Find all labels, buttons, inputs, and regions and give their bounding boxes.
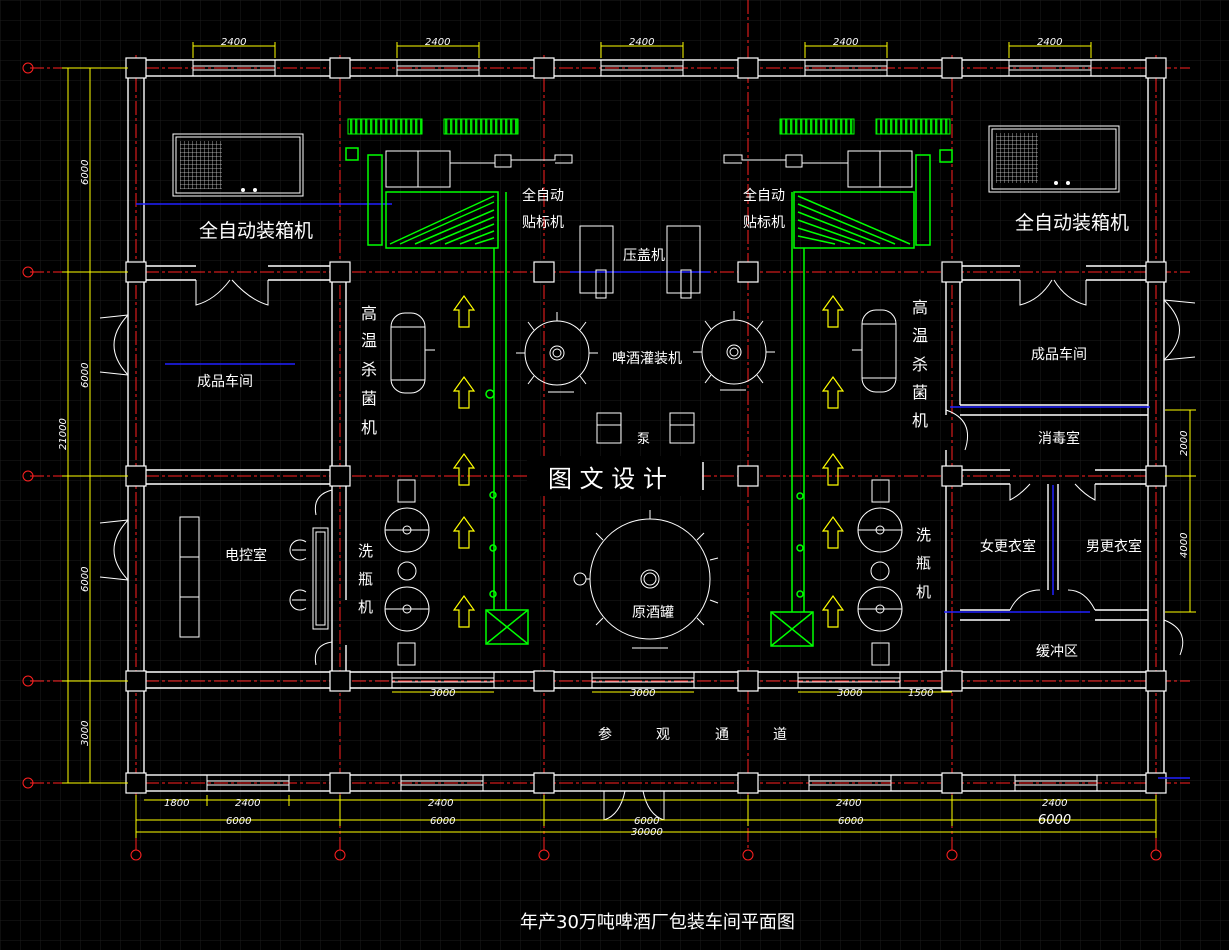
watermark: 图 文 设 计 (527, 456, 704, 496)
label-pasteurizer-right-4: 菌 (912, 383, 928, 402)
dim-bay-2: 6000 (430, 816, 455, 827)
label-pasteurizer-right-5: 机 (912, 411, 928, 430)
label-pasteurizer-left-5: 机 (361, 418, 377, 437)
dim-top-1: 2400 (221, 37, 246, 48)
doors (99, 279, 1196, 821)
room-labels: 全自动装箱机 全自动装箱机 全自动 贴标机 全自动 贴标机 压盖机 啤酒灌装机 … (197, 187, 1142, 743)
labeler-left (385, 150, 573, 188)
label-product-right: 成品车间 (1031, 346, 1087, 363)
label-pasteurizer-right-3: 杀 (912, 355, 928, 374)
label-pasteurizer-left-1: 高 (361, 304, 377, 323)
dim-bay-3: 6000 (634, 816, 659, 827)
label-female-locker: 女更衣室 (980, 538, 1036, 555)
label-washer-left-2: 瓶 (358, 570, 373, 588)
pipes (136, 203, 1190, 779)
label-corridor-4: 道 (773, 727, 787, 743)
filler-right (693, 311, 775, 391)
capper (579, 225, 701, 299)
filler-left (516, 312, 598, 393)
dimension-texts: 2400 2400 2400 2400 2400 21000 6000 6000… (58, 37, 1190, 838)
conveyor-right (770, 149, 953, 647)
beer-tank (573, 510, 719, 649)
label-pasteurizer-left-4: 菌 (361, 389, 377, 408)
dim-mid-3: 3000 (837, 688, 862, 699)
conveyor-left (345, 147, 529, 645)
label-labeler-right-1: 全自动 (743, 187, 785, 204)
label-labeler-left-1: 全自动 (522, 187, 564, 204)
dim-left-row-3: 6000 (80, 567, 91, 592)
label-corridor-2: 观 (656, 727, 670, 743)
label-product-left: 成品车间 (197, 373, 253, 390)
case-packer-right (988, 125, 1120, 193)
dim-left-overall: 21000 (58, 418, 69, 450)
axis-bubbles (22, 62, 1162, 861)
dim-bay-1: 6000 (226, 816, 251, 827)
bottle-washer-right (857, 479, 903, 666)
label-corridor-3: 通 (715, 727, 729, 743)
label-packer-right: 全自动装箱机 (1015, 212, 1129, 234)
dim-right-row-1: 2000 (1179, 431, 1190, 456)
label-washer-right-1: 洗 (916, 526, 931, 544)
dim-left-row-2: 6000 (80, 363, 91, 388)
label-pasteurizer-right-1: 高 (912, 298, 928, 317)
label-labeler-right-2: 贴标机 (743, 215, 785, 231)
label-labeler-left-2: 贴标机 (522, 215, 564, 231)
dim-overall: 30000 (631, 827, 663, 838)
label-buffer: 缓冲区 (1036, 644, 1078, 660)
pumps (596, 412, 695, 444)
dim-mid-2: 3000 (630, 688, 655, 699)
columns (125, 57, 1167, 794)
label-washer-right-3: 机 (916, 583, 931, 601)
partitions (144, 265, 1148, 672)
dimension-lines (62, 42, 1196, 838)
label-washer-left-1: 洗 (358, 542, 373, 560)
label-pasteurizer-left-2: 温 (361, 331, 377, 350)
bottle-washer-left (384, 479, 430, 666)
label-disinfect: 消毒室 (1038, 430, 1080, 447)
dim-top-3: 2400 (629, 37, 654, 48)
drawing-title: 年产30万吨啤酒厂包装车间平面图 (520, 912, 795, 933)
watermark-text: 图 文 设 计 (548, 465, 667, 493)
dim-right-row-2: 4000 (1179, 533, 1190, 558)
dim-bottom-window-1: 1800 (164, 798, 189, 809)
label-packer-left: 全自动装箱机 (199, 220, 313, 242)
windows (192, 59, 1098, 792)
dim-bottom-window-4: 2400 (836, 798, 861, 809)
label-washer-left-3: 机 (358, 598, 373, 616)
label-washer-right-2: 瓶 (916, 554, 931, 572)
dim-top-5: 2400 (1037, 37, 1062, 48)
case-packer-left (172, 133, 304, 197)
dim-bay-4: 6000 (838, 816, 863, 827)
conveyor-blocks (347, 118, 951, 135)
label-filler: 啤酒灌装机 (612, 351, 682, 367)
dim-top-4: 2400 (833, 37, 858, 48)
labeler-right (723, 150, 913, 188)
control-cabinets (179, 516, 329, 638)
pasteurizer-right (852, 309, 897, 393)
dim-mid-1: 3000 (430, 688, 455, 699)
label-pasteurizer-left-3: 杀 (361, 360, 377, 379)
label-corridor-1: 参 (598, 726, 612, 743)
dim-bottom-window-3: 2400 (428, 798, 453, 809)
label-male-locker: 男更衣室 (1086, 538, 1142, 555)
dim-bottom-window-2: 2400 (235, 798, 260, 809)
pasteurizer-left (390, 312, 435, 394)
label-control-room: 电控室 (225, 547, 267, 564)
flow-arrows (452, 294, 845, 628)
dim-left-row-1: 6000 (80, 160, 91, 185)
label-pasteurizer-right-2: 温 (912, 326, 928, 345)
dim-top-2: 2400 (425, 37, 450, 48)
dim-bay-5: 6000 (1038, 813, 1071, 828)
label-pump: 泵 (637, 432, 650, 447)
label-capper: 压盖机 (623, 248, 665, 264)
dim-bottom-window-5: 2400 (1042, 798, 1067, 809)
label-tank: 原酒罐 (632, 605, 674, 621)
dim-left-row-4: 3000 (80, 721, 91, 746)
dim-mid-4: 1500 (908, 688, 933, 699)
